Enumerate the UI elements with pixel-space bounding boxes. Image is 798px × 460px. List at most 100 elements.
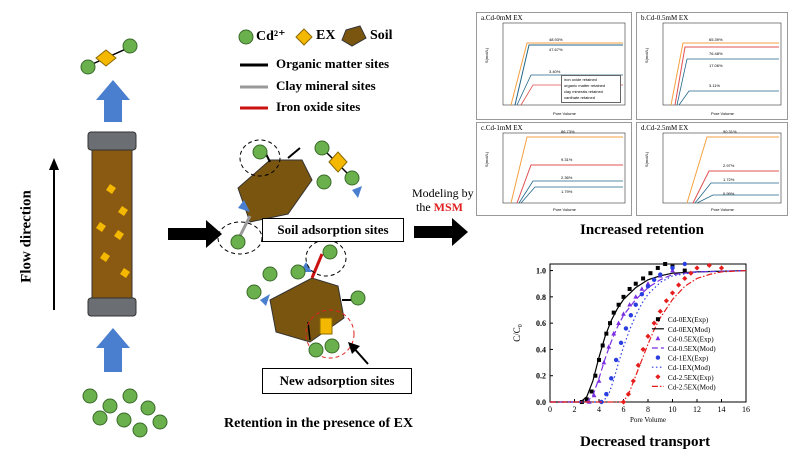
cd-legend-label: Cd²⁺ xyxy=(256,29,286,44)
y-tick-label: 0.0 xyxy=(536,398,546,407)
data-point xyxy=(682,275,688,282)
legend-label: Cd-1EX(Exp) xyxy=(668,355,709,363)
panel-a-pct-1: 48.93% xyxy=(549,37,563,42)
legend-label: Cd-0EX(Mod) xyxy=(668,326,711,334)
legend-marker xyxy=(655,355,661,360)
panel-d-title: d.Cd-2.5mM EX xyxy=(641,124,689,132)
panel-d: d.Cd-2.5mM EX S(mol/L) Pore Volume 90.31… xyxy=(636,122,788,216)
data-point xyxy=(616,302,621,307)
panel-c-ylabel: S(mol/L) xyxy=(484,151,490,168)
panel-d-pct-3: 1.72% xyxy=(723,177,735,182)
data-point xyxy=(655,265,660,270)
data-point xyxy=(648,271,653,276)
ex-cd-complex-float xyxy=(314,140,360,190)
panel-a-pct-2: 47.67% xyxy=(549,47,563,52)
legend-marker xyxy=(655,335,661,341)
panel-c-pct-1: 86.73% xyxy=(561,129,575,134)
x-tick-label: 2 xyxy=(573,405,577,414)
panel-d-ylabel: S(mol/L) xyxy=(644,151,650,168)
panel-a-pct-3: 3.40% xyxy=(549,69,561,74)
data-point xyxy=(658,272,663,277)
y-tick-label: 0.6 xyxy=(536,319,546,328)
y-tick-label: 0.4 xyxy=(536,345,546,354)
data-point xyxy=(645,284,651,289)
x-tick-label: 6 xyxy=(622,405,626,414)
data-point xyxy=(633,281,638,286)
arrow-to-model xyxy=(414,218,468,246)
data-point xyxy=(663,298,669,304)
data-point xyxy=(645,281,651,286)
data-point xyxy=(593,373,598,378)
soil-particle-upper xyxy=(217,139,313,255)
panel-a-legend-3: clay minerals retained xyxy=(564,89,603,94)
data-point xyxy=(628,313,634,318)
data-point xyxy=(584,397,589,402)
data-point xyxy=(663,262,668,266)
x-axis-label: Pore Volume xyxy=(630,416,666,424)
panel-d-pct-2: 2.97% xyxy=(723,163,735,168)
panel-b-ylabel: S(mol/L) xyxy=(644,47,650,64)
series-line xyxy=(550,269,747,403)
data-point xyxy=(621,294,626,299)
data-point xyxy=(639,292,645,297)
flow-direction-label: Flow direction xyxy=(18,190,35,283)
data-point xyxy=(633,302,638,307)
legend-label: Cd-2.5EX(Exp) xyxy=(668,374,714,382)
soil-legend-icon xyxy=(341,25,367,47)
cd-legend-icon xyxy=(238,29,254,45)
data-point xyxy=(627,286,632,291)
data-point xyxy=(669,290,676,296)
x-tick-label: 4 xyxy=(597,405,601,414)
panel-c-title: c.Cd-1mM EX xyxy=(481,124,523,132)
y-tick-label: 0.2 xyxy=(536,372,546,381)
legend-label: Cd-0.5EX(Mod) xyxy=(668,345,716,353)
legend-label: Cd-2.5EX(Mod) xyxy=(668,383,716,391)
flow-arrow-bottom xyxy=(96,328,130,372)
x-tick-label: 14 xyxy=(718,405,726,414)
data-point xyxy=(618,340,624,346)
y-tick-label: 0.8 xyxy=(536,293,546,302)
panel-b-pct-4: 3.11% xyxy=(709,83,721,88)
soil-legend-label: Soil xyxy=(370,28,393,43)
data-point xyxy=(589,389,594,394)
data-point xyxy=(623,326,629,331)
x-tick-label: 16 xyxy=(742,405,750,414)
x-tick-label: 0 xyxy=(548,405,552,414)
msm-label: MSM xyxy=(433,200,463,214)
panel-c-pct-4: 1.79% xyxy=(561,189,573,194)
panel-a: a.Cd-0mM EX S(mol/L) Pore Volume 48.93% … xyxy=(476,12,632,120)
organic-legend-label: Organic matter sites xyxy=(276,56,390,71)
data-point xyxy=(676,282,682,288)
series-line xyxy=(550,269,747,403)
flow-direction-arrow xyxy=(49,158,59,310)
retention-caption: Retention in the presence of EX xyxy=(224,416,414,431)
data-point xyxy=(596,378,602,383)
legend-label: Cd-0EX(Exp) xyxy=(668,316,709,324)
panel-c-pct-2: 9.31% xyxy=(561,157,573,162)
y-tick-label: 1.0 xyxy=(536,267,546,276)
legend-label: Cd-0.5EX(Exp) xyxy=(668,335,714,343)
panel-c-xlabel: Pore Volume xyxy=(553,207,576,212)
data-point xyxy=(627,302,633,307)
data-point xyxy=(611,310,616,315)
panel-c: c.Cd-1mM EX S(mol/L) Pore Volume 86.73% … xyxy=(476,122,632,216)
data-point xyxy=(670,265,675,271)
panel-a-legend-4: xanthate retained xyxy=(564,95,595,100)
data-point xyxy=(670,267,675,273)
data-point xyxy=(609,376,614,381)
decreased-transport-label: Decreased transport xyxy=(580,434,711,450)
data-point xyxy=(688,270,694,276)
modeling-line1: Modeling by xyxy=(412,186,474,200)
panel-b-pct-3: 17.06% xyxy=(709,63,723,68)
legend-marker xyxy=(655,317,660,322)
data-point xyxy=(639,286,645,291)
series-line xyxy=(550,269,747,403)
panel-a-title: a.Cd-0mM EX xyxy=(481,14,523,22)
panel-a-legend-1: iron oxide retained xyxy=(564,77,597,82)
arrow-to-sites xyxy=(168,220,222,248)
soil-sites-box: Soil adsorption sites xyxy=(262,218,404,242)
data-point xyxy=(641,276,646,281)
new-sites-box: New adsorption sites xyxy=(262,368,412,394)
x-tick-label: 12 xyxy=(693,405,701,414)
